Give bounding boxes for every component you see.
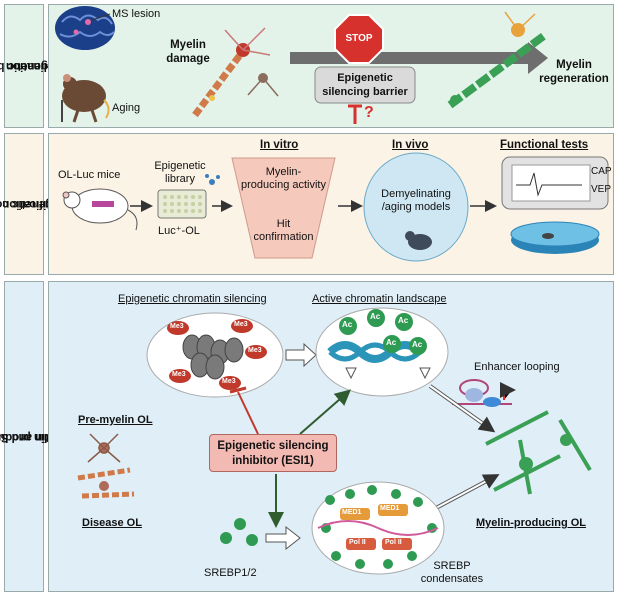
me3-label: Me3 bbox=[248, 347, 262, 354]
condensates-line1: SREBP bbox=[433, 560, 471, 572]
disease-ol-label: Disease OL bbox=[82, 517, 142, 529]
srebp-condensates-label: SREBP condensates bbox=[412, 560, 492, 586]
library-line2: library bbox=[165, 173, 195, 185]
functional-tests-label: Functional tests bbox=[500, 139, 589, 151]
med1-label: MED1 bbox=[342, 509, 362, 516]
progression-arrow bbox=[290, 42, 548, 74]
stop-sign-label: STOP bbox=[345, 33, 373, 44]
barrier-box bbox=[314, 66, 416, 104]
library-line1: Epigenetic bbox=[154, 160, 206, 172]
barrier-line2: silencing barrier bbox=[322, 86, 408, 98]
screening-funnel bbox=[231, 157, 336, 259]
myelin-producing-ol-icon bbox=[485, 410, 592, 495]
active-title: Active chromatin landscape bbox=[312, 293, 447, 305]
aged-mouse-icon bbox=[61, 74, 110, 123]
in-vivo-label: In vivo bbox=[392, 139, 429, 151]
esi-box: Epigenetic silencing inhibitor (ESI1) bbox=[209, 434, 337, 472]
disease-ol-icon bbox=[77, 467, 135, 499]
regenerated-myelin-icon bbox=[447, 11, 548, 109]
pre-myelin-ol-label: Pre-myelin OL bbox=[78, 414, 153, 426]
funnel-text-top: Myelin- producing activity bbox=[232, 166, 335, 192]
aging-label: Aging bbox=[112, 102, 141, 114]
electrophysiology-device-icon bbox=[501, 156, 609, 210]
ac-label: Ac bbox=[342, 320, 353, 329]
funnel-line4: confirmation bbox=[253, 231, 314, 243]
damaged-myelin-icon bbox=[192, 27, 279, 118]
funnel-line3: Hit bbox=[276, 218, 291, 230]
myelin-damage-label: Myelin damage bbox=[158, 38, 218, 66]
ol-luc-mouse-icon bbox=[62, 188, 138, 231]
srebp-label: SREBP1/2 bbox=[204, 567, 257, 579]
silencing-to-active-arrow bbox=[285, 342, 317, 368]
condensates-line2: condensates bbox=[420, 573, 484, 585]
epigenetic-library-label: Epigenetic library bbox=[150, 160, 210, 186]
panel2-side-label: Epigenetic compoundidentification bbox=[0, 133, 74, 275]
cap-label: CAP bbox=[591, 166, 612, 177]
myelin-regeneration-label: Myelin regeneration bbox=[536, 58, 612, 86]
med1-label: MED1 bbox=[380, 505, 400, 512]
esi-line1: Epigenetic silencing bbox=[217, 440, 329, 452]
ac-label: Ac bbox=[370, 312, 381, 321]
silencing-title: Epigenetic chromatin silencing bbox=[118, 293, 267, 305]
activation-arrow bbox=[299, 389, 352, 435]
enhancer-looping-icon bbox=[452, 379, 516, 407]
pol2-label: Pol II bbox=[349, 539, 366, 546]
enhancer-looping-label: Enhancer looping bbox=[474, 361, 560, 373]
funnel-line2: producing activity bbox=[241, 179, 326, 191]
stop-sign-icon bbox=[334, 14, 384, 64]
in-vivo-mouse-icon bbox=[405, 231, 432, 250]
epigenetic-library-plate-icon bbox=[157, 174, 220, 219]
in-vitro-label: In vitro bbox=[260, 139, 299, 151]
myelin-damage-line1: Myelin bbox=[170, 39, 206, 51]
brain-icon bbox=[55, 6, 115, 50]
compact-nucleosomes-icon bbox=[182, 334, 244, 380]
in-vivo-sphere bbox=[363, 152, 469, 262]
funnel-text-bottom: Hit confirmation bbox=[232, 218, 335, 244]
regeneration-line1: Myelin bbox=[556, 59, 592, 71]
panel3-side-label: Active chromatin and SREBP condensationb… bbox=[0, 281, 129, 592]
vep-label: VEP bbox=[591, 184, 612, 195]
me3-marks bbox=[167, 319, 267, 390]
ac-marks bbox=[339, 309, 427, 355]
pol2-label: Pol II bbox=[385, 539, 402, 546]
open-chromatin-icon bbox=[327, 341, 423, 363]
panel1-side-label: Epigenetic barrier tomyelination bbox=[0, 4, 70, 128]
barrier-label: Epigenetic silencing barrier bbox=[315, 71, 415, 99]
myelin-producing-ol-label: Myelin-producing OL bbox=[476, 517, 586, 529]
water-maze-icon bbox=[510, 221, 600, 254]
ms-lesion-label: MS lesion bbox=[112, 8, 161, 20]
ac-label: Ac bbox=[412, 340, 423, 349]
inhibition-line bbox=[237, 391, 259, 435]
myelin-damage-line2: damage bbox=[166, 53, 210, 65]
inhibition-mark-icon bbox=[348, 104, 362, 124]
esi-line2: inhibitor (ESI1) bbox=[232, 455, 314, 467]
funnel-line1: Myelin- bbox=[265, 166, 302, 178]
ol-luc-mice-label: OL-Luc mice bbox=[58, 169, 121, 181]
to-condensate-arrow bbox=[265, 525, 301, 551]
barrier-line1: Epigenetic bbox=[337, 72, 393, 84]
ac-label: Ac bbox=[398, 316, 409, 325]
srebp-dots bbox=[220, 518, 258, 546]
vivo-line1: Demyelinating bbox=[381, 188, 451, 200]
me3-label: Me3 bbox=[170, 323, 184, 330]
me3-label: Me3 bbox=[222, 378, 236, 385]
me3-label: Me3 bbox=[234, 321, 248, 328]
luc-ol-label: Luc⁺-OL bbox=[158, 225, 200, 237]
ac-label: Ac bbox=[386, 338, 397, 347]
med1-complex bbox=[340, 504, 412, 550]
vivo-line2: /aging models bbox=[381, 201, 451, 213]
question-mark: ? bbox=[364, 104, 374, 121]
me3-label: Me3 bbox=[172, 371, 186, 378]
in-vivo-text: Demyelinating /aging models bbox=[366, 188, 466, 214]
regeneration-line2: regeneration bbox=[539, 73, 609, 85]
pre-myelin-ol-icon bbox=[87, 433, 121, 463]
